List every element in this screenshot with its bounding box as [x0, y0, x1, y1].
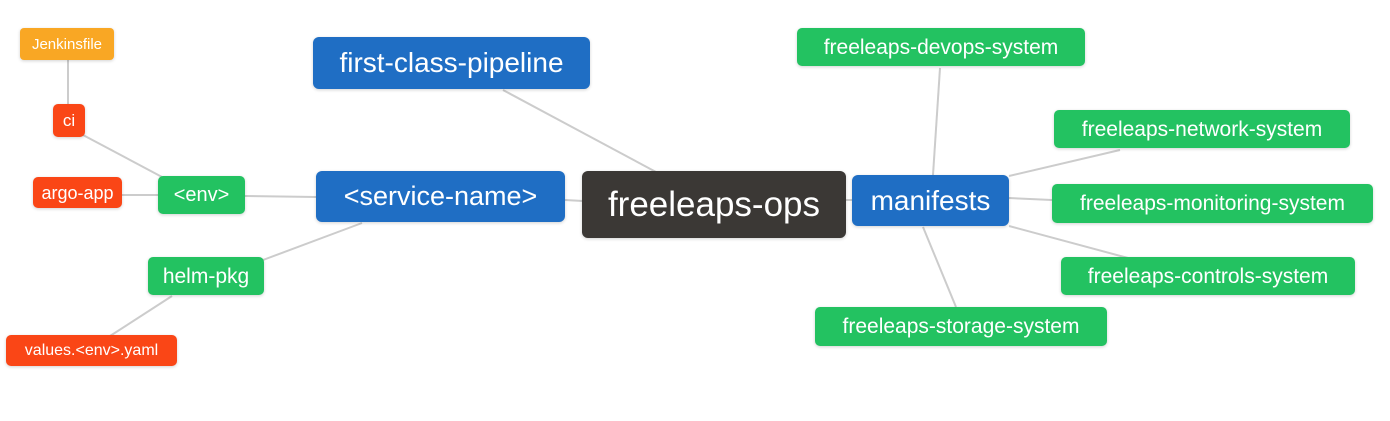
node-argo-app-label: argo-app: [41, 182, 114, 203]
node-first-class-pipeline[interactable]: first-class-pipeline: [313, 37, 590, 89]
node-freeleaps-controls-system-label: freeleaps-controls-system: [1087, 264, 1329, 288]
node-jenkinsfile[interactable]: Jenkinsfile: [20, 28, 114, 60]
node-ci-label: ci: [62, 111, 76, 130]
edge-root-service-name: [564, 199, 584, 202]
edge-root-first-class-pipeline: [502, 89, 657, 173]
node-freeleaps-storage-system-label: freeleaps-storage-system: [842, 315, 1080, 338]
node-service-name[interactable]: <service-name>: [316, 171, 565, 222]
node-freeleaps-devops-system-label: freeleaps-devops-system: [823, 35, 1059, 59]
edge-manifests-controls: [1008, 225, 1129, 259]
node-freeleaps-monitoring-system[interactable]: freeleaps-monitoring-system: [1052, 184, 1373, 223]
node-values-env-yaml-label: values.<env>.yaml: [24, 341, 159, 359]
edge-service-name-env: [244, 195, 317, 198]
node-jenkinsfile-label: Jenkinsfile: [31, 35, 103, 53]
node-freeleaps-monitoring-system-label: freeleaps-monitoring-system: [1080, 192, 1345, 215]
node-freeleaps-devops-system[interactable]: freeleaps-devops-system: [797, 28, 1085, 66]
edge-manifests-devops: [932, 67, 941, 176]
node-service-name-label: <service-name>: [343, 181, 538, 211]
edge-helm-pkg-values: [109, 295, 173, 337]
node-freeleaps-ops[interactable]: freeleaps-ops: [582, 171, 846, 238]
node-freeleaps-storage-system[interactable]: freeleaps-storage-system: [815, 307, 1107, 346]
node-ci[interactable]: ci: [53, 104, 85, 137]
edge-manifests-storage: [922, 226, 957, 308]
node-freeleaps-network-system-label: freeleaps-network-system: [1081, 117, 1323, 141]
edge-service-name-helm-pkg: [262, 222, 363, 261]
edge-manifests-monitoring: [1008, 197, 1053, 201]
node-argo-app[interactable]: argo-app: [33, 177, 122, 208]
node-freeleaps-ops-label: freeleaps-ops: [607, 185, 821, 224]
node-env-label: <env>: [173, 184, 230, 206]
node-freeleaps-controls-system[interactable]: freeleaps-controls-system: [1061, 257, 1355, 295]
node-helm-pkg-label: helm-pkg: [162, 264, 250, 288]
edge-manifests-network: [1008, 149, 1121, 177]
edge-env-ci: [82, 134, 163, 178]
node-manifests-label: manifests: [870, 184, 991, 216]
node-values-env-yaml[interactable]: values.<env>.yaml: [6, 335, 177, 366]
node-freeleaps-network-system[interactable]: freeleaps-network-system: [1054, 110, 1350, 148]
node-first-class-pipeline-label: first-class-pipeline: [339, 47, 564, 78]
node-helm-pkg[interactable]: helm-pkg: [148, 257, 264, 295]
node-manifests[interactable]: manifests: [852, 175, 1009, 226]
node-env[interactable]: <env>: [158, 176, 245, 214]
